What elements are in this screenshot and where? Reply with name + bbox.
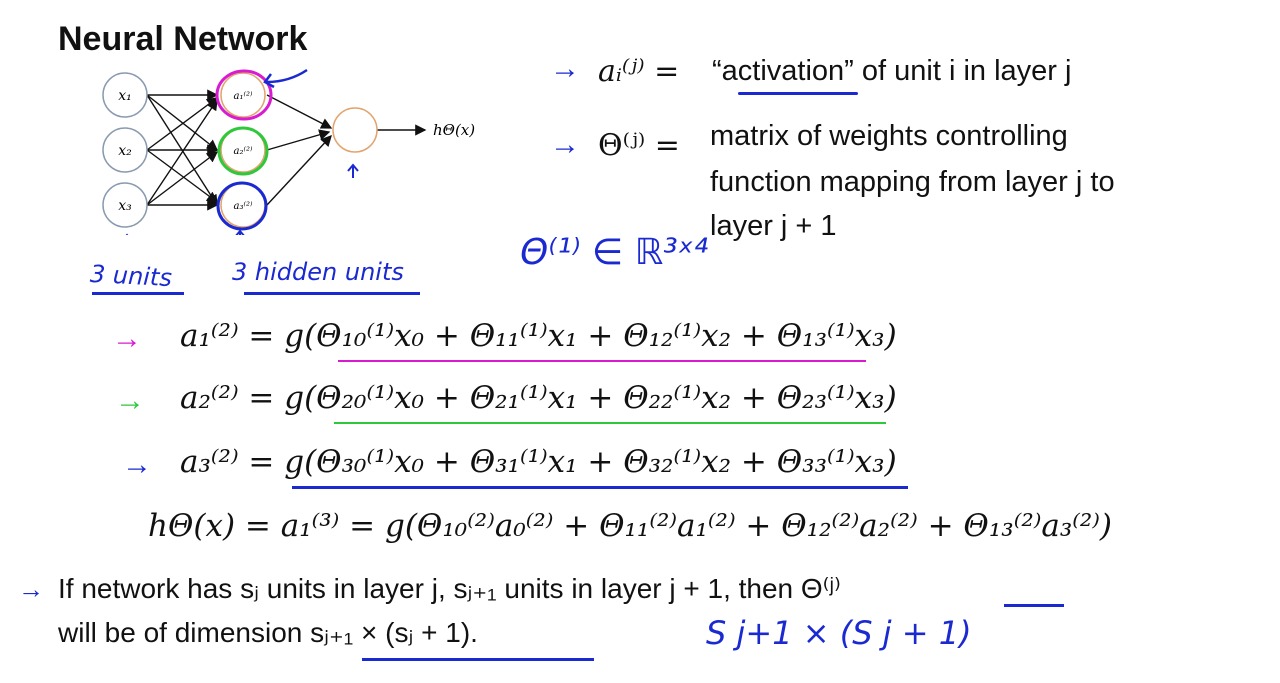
output-label: hΘ(x) [433, 121, 475, 139]
theta-underline [1004, 604, 1064, 607]
eq1-underline [338, 360, 866, 362]
input-note-underline [92, 292, 184, 295]
theta-text-1: matrix of weights controlling [710, 120, 1068, 152]
hidden-node-1: a₁⁽²⁾ [234, 91, 253, 102]
hidden-pen-arrow [235, 229, 245, 235]
statement-line-1: If network has sⱼ units in layer j, sⱼ₊₁… [58, 573, 841, 604]
theta-text-2: function mapping from layer j to [710, 166, 1115, 198]
pen-arrow-statement: → [18, 574, 44, 604]
input-units-note: 3 units [89, 259, 173, 293]
pen-arrow-eq3: → [122, 448, 152, 481]
input-node-3: x₃ [118, 198, 132, 214]
activation-symbol: aᵢ⁽ʲ⁾ = [598, 54, 680, 89]
dimension-note: S j+1 × (S j + 1) [706, 614, 972, 652]
hidden-nodes: a₁⁽²⁾ a₂⁽²⁾ a₃⁽²⁾ [215, 68, 308, 231]
input-nodes: x₁ x₂ x₃ [102, 72, 148, 228]
equation-3: a₃⁽²⁾ = g(Θ₃₀⁽¹⁾x₀ + Θ₃₁⁽¹⁾x₁ + Θ₃₂⁽¹⁾x₂… [180, 444, 897, 480]
output-pen-arrow [347, 163, 359, 178]
output-node [332, 107, 378, 153]
hidden-node-3: a₃⁽²⁾ [234, 201, 253, 212]
input-node-1: x₁ [118, 88, 132, 104]
pen-arrow-eq2: → [115, 384, 145, 417]
page-title: Neural Network [58, 20, 308, 58]
theta-dimension-note: Θ⁽¹⁾ ∈ ℝ³ˣ⁴ [520, 232, 709, 273]
activation-text: “activation” of unit i in layer j [712, 55, 1072, 87]
pen-arrow-1: → [550, 52, 580, 85]
activation-underline [738, 92, 858, 95]
theta-symbol: Θ⁽ʲ⁾ = [598, 128, 680, 163]
input-hidden-edges [146, 89, 219, 211]
hidden-output-edges [266, 94, 427, 206]
pen-arrow-eq1: → [112, 322, 142, 355]
network-diagram: x₁ x₂ x₃ a₁⁽²⁾ a₂⁽²⁾ a₃⁽²⁾ hΘ(x) [102, 68, 475, 235]
hidden-units-note: 3 hidden units [232, 258, 404, 286]
hidden-note-underline [244, 292, 420, 295]
statement-line-2: will be of dimension sⱼ₊₁ × (sⱼ + 1). [58, 617, 478, 648]
eq3-underline [292, 486, 908, 489]
equation-4: hΘ(x) = a₁⁽³⁾ = g(Θ₁₀⁽²⁾a₀⁽²⁾ + Θ₁₁⁽²⁾a₁… [148, 508, 1113, 544]
statement-underline [362, 658, 594, 661]
hidden-node-2: a₂⁽²⁾ [234, 146, 253, 157]
pen-arrow-2: → [550, 128, 580, 161]
equation-1: a₁⁽²⁾ = g(Θ₁₀⁽¹⁾x₀ + Θ₁₁⁽¹⁾x₁ + Θ₁₂⁽¹⁾x₂… [180, 318, 897, 354]
theta-text-3: layer j + 1 [710, 210, 837, 242]
equation-2: a₂⁽²⁾ = g(Θ₂₀⁽¹⁾x₀ + Θ₂₁⁽¹⁾x₁ + Θ₂₂⁽¹⁾x₂… [180, 380, 897, 416]
eq2-underline [334, 422, 886, 424]
input-node-2: x₂ [118, 143, 132, 159]
